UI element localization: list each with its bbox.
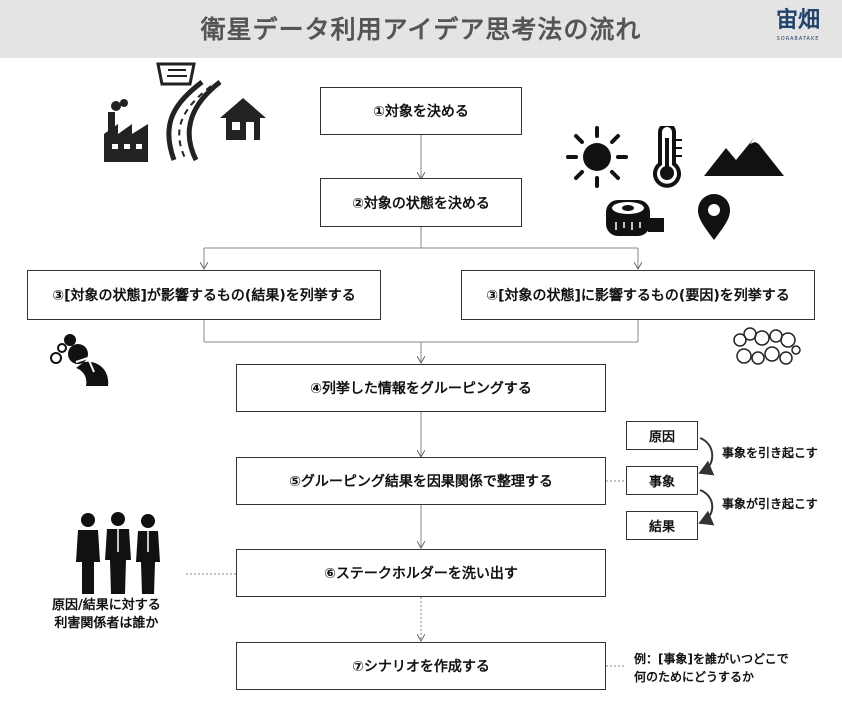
sun-icon bbox=[566, 126, 628, 188]
step-6-box: ⑥ステークホルダーを洗い出す bbox=[236, 549, 606, 597]
measuring-tape-icon bbox=[606, 200, 664, 236]
step-1-label: ①対象を決める bbox=[373, 104, 469, 120]
factory-icon bbox=[104, 99, 148, 162]
causal-arrow-2-label: 事象が引き起こす bbox=[722, 497, 818, 511]
step-2-label: ②対象の状態を決める bbox=[352, 195, 490, 212]
stakeholder-note-line2: 利害関係者は誰か bbox=[54, 616, 159, 631]
road-icon bbox=[156, 62, 222, 162]
event-box: 事象 bbox=[626, 466, 698, 495]
stakeholder-note: 原因/結果に対する 利害関係者は誰か bbox=[52, 597, 161, 633]
cause-label: 原因 bbox=[648, 430, 675, 445]
result-box: 結果 bbox=[626, 511, 698, 540]
result-label: 結果 bbox=[648, 520, 675, 535]
event-label: 事象 bbox=[648, 475, 675, 490]
causal-arrow-1-label: 事象を引き起こす bbox=[722, 446, 818, 460]
step-7-box: ⑦シナリオを作成する bbox=[236, 642, 606, 690]
stakeholder-note-line1: 原因/結果に対する bbox=[52, 598, 161, 613]
scenario-note: 例：[事象]を誰がいつどこで 何のためにどうするか bbox=[634, 650, 789, 686]
scenario-note-line1: 例：[事象]を誰がいつどこで bbox=[634, 652, 789, 666]
step-3b-label: ③[対象の状態]に影響するもの(要因)を列挙する bbox=[486, 288, 790, 304]
dust-cloud-icon bbox=[733, 327, 801, 365]
step-1-box: ①対象を決める bbox=[320, 87, 522, 135]
mountain-icon bbox=[704, 138, 784, 176]
scenario-note-line2: 何のためにどうするか bbox=[634, 670, 755, 684]
house-icon bbox=[220, 98, 266, 140]
step-2-box: ②対象の状態を決める bbox=[320, 178, 522, 227]
step-6-label: ⑥ステークホルダーを洗い出す bbox=[324, 566, 518, 582]
step-3b-box: ③[対象の状態]に影響するもの(要因)を列挙する bbox=[461, 270, 815, 320]
causal-arrow-1 bbox=[698, 437, 715, 476]
step-7-label: ⑦シナリオを作成する bbox=[352, 659, 490, 675]
step-5-label: ⑤グルーピング結果を因果関係で整理する bbox=[289, 474, 553, 490]
cause-box: 原因 bbox=[626, 421, 698, 450]
step-3a-box: ③[対象の状態]が影響するもの(結果)を列挙する bbox=[27, 270, 381, 320]
causal-arrow-2 bbox=[698, 489, 715, 526]
logo: 宙畑 SORABATAKE bbox=[772, 6, 824, 52]
step-4-box: ④列挙した情報をグルーピングする bbox=[236, 364, 606, 412]
step-3a-label: ③[対象の状態]が影響するもの(結果)を列挙する bbox=[52, 288, 356, 304]
header-bar bbox=[0, 0, 842, 58]
location-pin-icon bbox=[698, 194, 730, 240]
logo-text: 宙畑 bbox=[775, 8, 820, 33]
coughing-person-icon bbox=[50, 334, 109, 386]
step-4-label: ④列挙した情報をグルーピングする bbox=[310, 381, 532, 397]
business-people-icon bbox=[76, 512, 160, 594]
thermometer-icon bbox=[653, 126, 682, 188]
step-5-box: ⑤グルーピング結果を因果関係で整理する bbox=[236, 457, 606, 505]
page-title: 衛星データ利用アイデア思考法の流れ bbox=[200, 15, 642, 44]
logo-subtext: SORABATAKE bbox=[776, 36, 820, 42]
